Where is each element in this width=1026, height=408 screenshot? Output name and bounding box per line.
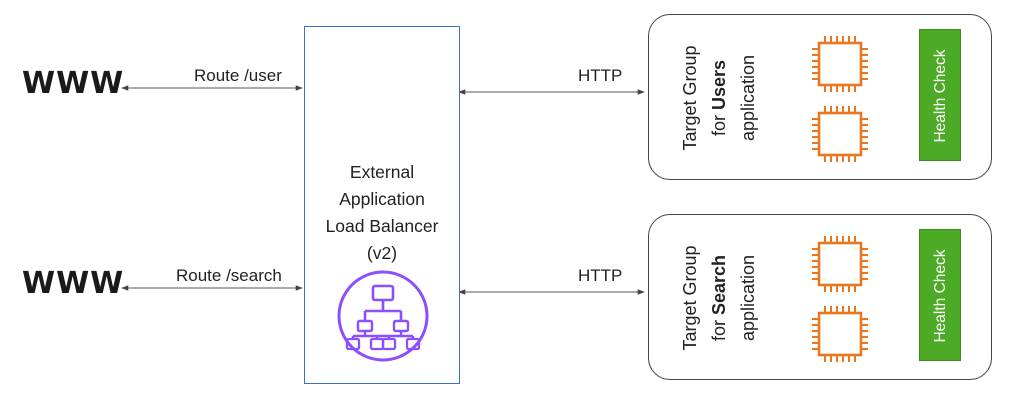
target-group-line: Target Group [680, 245, 700, 351]
for-prefix: for [709, 315, 729, 342]
load-balancer-box: External Application Load Balancer (v2) [304, 26, 460, 384]
target-group-line: for Users [705, 18, 734, 178]
target-group-line: for Search [705, 218, 734, 378]
health-check-label: Health Check [932, 249, 949, 343]
alb-title-line: Application [339, 189, 425, 209]
alb-title-line: Load Balancer [325, 216, 439, 236]
target-group-line: Target Group [680, 45, 700, 151]
www-client-user: WWW [22, 66, 125, 101]
alb-title-line: External [349, 162, 415, 182]
health-check-label: Health Check [932, 49, 949, 143]
www-client-search: WWW [22, 266, 125, 301]
target-group-line: application [738, 254, 758, 342]
route-user-label: Route /user [194, 66, 282, 85]
target-group-label: Target Group for Users application [661, 15, 758, 181]
ec2-instance-icon [812, 36, 868, 92]
health-check-badge: Health Check [919, 229, 961, 361]
target-group-line: application [738, 54, 758, 142]
target-group-search: Target Group for Search application Heal… [648, 214, 992, 380]
http-label-users: HTTP [578, 66, 623, 85]
target-group-name: Search [709, 254, 729, 316]
target-group-label: Target Group for Search application [661, 215, 758, 381]
health-check-badge: Health Check [919, 29, 961, 161]
application-load-balancer-icon [337, 270, 429, 362]
target-group-name: Users [709, 59, 729, 111]
target-group-users: Target Group for Users application Healt… [648, 14, 992, 180]
route-search-label: Route /search [176, 266, 282, 285]
ec2-instance-icon [812, 106, 868, 162]
load-balancer-title: External Application Load Balancer (v2) [305, 159, 459, 267]
alb-title-line: (v2) [366, 243, 398, 263]
ec2-instance-icon [812, 236, 868, 292]
http-label-search: HTTP [578, 266, 623, 285]
for-prefix: for [709, 110, 729, 137]
ec2-instance-icon [812, 306, 868, 362]
